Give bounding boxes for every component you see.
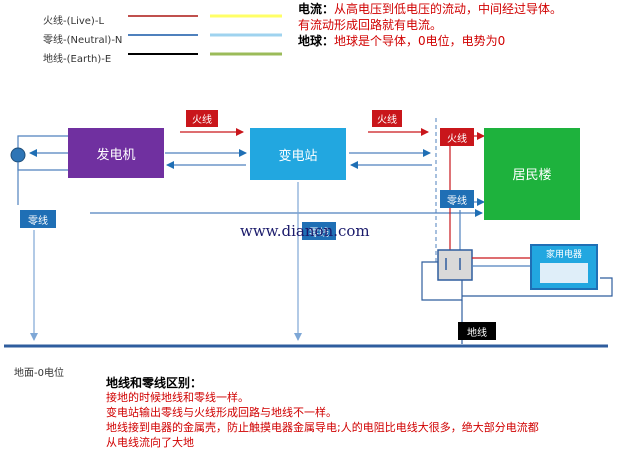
earth-tag: 地线 bbox=[458, 322, 496, 340]
legend-label-neutral: 零线-(Neutral)-N bbox=[43, 35, 123, 46]
building-label: 居民楼 bbox=[512, 168, 552, 183]
earth-loop bbox=[421, 261, 463, 301]
definition-earth-text: 地球是个导体，0电位，电势为0 bbox=[334, 34, 506, 48]
neutral-tag-left: 零线 bbox=[20, 210, 56, 228]
definition-current-text: 从高电压到低电压的流动，中间经过导体。 bbox=[334, 2, 563, 16]
notes-line-3: 地线接到电器的金属壳，防止触摸电器金属导电;人的电阻比电线大很多，绝大部分电流都 bbox=[106, 421, 539, 434]
legend-label-earth: 地线-(Earth)-E bbox=[43, 54, 112, 65]
definition-current-key: 电流： bbox=[298, 2, 335, 16]
notes-line-1: 接地的时候地线和零线一样。 bbox=[106, 391, 249, 404]
generator-top-loop bbox=[17, 135, 68, 150]
generator-bottom-loop bbox=[17, 160, 68, 171]
substation-label: 变电站 bbox=[278, 148, 318, 164]
legend-label-live: 火线-(Live)-L bbox=[43, 16, 105, 27]
generator-node bbox=[10, 147, 26, 163]
generator-box: 发电机 bbox=[68, 128, 164, 178]
legend: 火线-(Live)-L 零线-(Neutral)-N 地线-(Earth)-E bbox=[40, 6, 290, 65]
neutral-tag-substation: 零线 bbox=[302, 222, 336, 240]
live-tag-building: 火线 bbox=[440, 128, 474, 146]
neutral-tag-building: 零线 bbox=[440, 190, 474, 208]
building-box: 居民楼 bbox=[484, 128, 580, 220]
appliance-label: 家用电器 bbox=[545, 249, 582, 260]
legend-lines bbox=[128, 14, 282, 56]
live-tag-1: 火线 bbox=[186, 110, 218, 127]
notes-line-2: 变电站输出零线与火线形成回路与地线不一样。 bbox=[106, 406, 337, 419]
socket-box bbox=[437, 249, 473, 281]
appliance-screen bbox=[540, 263, 588, 283]
definition-current-2: 有流动形成回路就有电流。 bbox=[298, 18, 443, 32]
substation-box: 变电站 bbox=[250, 128, 346, 180]
ground-label: 地面-0电位 bbox=[14, 368, 64, 379]
generator-label: 发电机 bbox=[96, 147, 136, 163]
live-tag-2: 火线 bbox=[372, 110, 402, 127]
notes-line-4: 从电线流向了大地 bbox=[106, 436, 194, 449]
appliance-box: 家用电器 bbox=[530, 244, 598, 290]
watermark: www.dianon.com bbox=[240, 222, 370, 240]
definition-earth: 地球：地球是个导体，0电位，电势为0 bbox=[298, 32, 505, 49]
earth-to-appliance bbox=[462, 277, 613, 297]
notes-title: 地线和零线区别： bbox=[106, 376, 203, 390]
definition-earth-key: 地球： bbox=[298, 34, 335, 48]
definition-current: 电流：从高电压到低电压的流动，中间经过导体。 bbox=[298, 0, 562, 17]
